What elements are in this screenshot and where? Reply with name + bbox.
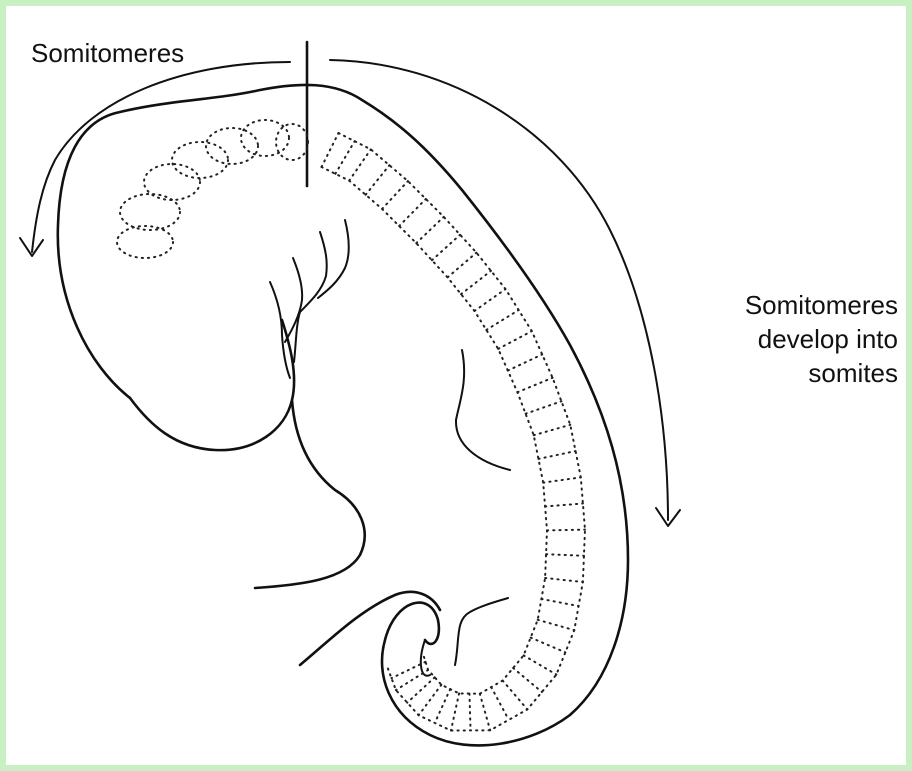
somite-boundary — [538, 451, 575, 459]
somitomere — [276, 124, 308, 160]
somite-boundary — [545, 503, 583, 506]
somitomere — [144, 164, 200, 200]
somite-boundary — [399, 199, 426, 226]
somite-boundary — [396, 670, 428, 690]
somite-boundary — [349, 149, 371, 180]
diagram-frame: Somitomeres Somitomeres develop into som… — [6, 6, 906, 765]
somite-boundary — [517, 378, 552, 392]
heart-bulge — [255, 400, 365, 588]
somite-boundary — [322, 133, 339, 167]
somitomere-dots — [117, 120, 308, 258]
label-somites: Somitomeres develop into somites — [636, 288, 898, 390]
somite-boundary — [461, 271, 491, 294]
somite-boundary — [526, 401, 562, 413]
somite-band-inner-edge — [338, 133, 584, 731]
head-underside — [130, 320, 294, 450]
label-somites-line-2: develop into — [636, 322, 898, 356]
somite-boundary — [513, 668, 542, 692]
somite-boundary — [547, 530, 585, 531]
somite-boundary — [416, 217, 443, 243]
somitomere — [117, 226, 173, 258]
limb-bud — [456, 350, 510, 470]
somitomere — [172, 142, 228, 178]
somite-boundary — [498, 331, 532, 349]
somite-boundary — [366, 165, 390, 195]
somite-boundary — [435, 689, 450, 723]
label-somitomeres: Somitomeres — [31, 36, 184, 70]
label-somites-line-1: Somitomeres — [636, 288, 898, 322]
somite-boundary — [503, 681, 528, 710]
label-somites-line-3: somites — [636, 356, 898, 390]
somite-boundary — [491, 687, 509, 720]
somite-boundary — [524, 655, 557, 674]
somite-boundary — [508, 354, 542, 370]
somite-boundary — [545, 578, 583, 582]
somite-boundary — [538, 620, 575, 630]
somite-boundary — [474, 289, 505, 311]
somite-boundary — [469, 694, 470, 731]
somite-boundary — [382, 181, 408, 209]
somitomere — [241, 120, 289, 156]
somite-boundary — [543, 477, 581, 482]
somite-boundary — [546, 554, 584, 556]
somite-boundary — [448, 253, 477, 278]
somite-boundary — [451, 693, 459, 730]
somite-boundary — [391, 662, 425, 678]
somite-boundary — [335, 141, 354, 174]
somite-boundary — [419, 685, 442, 715]
left-arrowhead — [20, 238, 43, 256]
somite-band-outer-edge — [322, 167, 548, 694]
somite-band — [322, 133, 585, 731]
somite-boundary — [531, 638, 566, 653]
right-arrow — [330, 60, 668, 520]
hindgut-curve — [455, 598, 508, 665]
somite-boundary — [541, 599, 578, 606]
somitomere — [206, 128, 258, 164]
pharyngeal-arches — [270, 220, 349, 378]
somite-boundary — [480, 694, 490, 731]
somite-boundary — [534, 425, 571, 435]
somite-boundary — [486, 310, 518, 330]
somite-boundary — [432, 235, 460, 261]
